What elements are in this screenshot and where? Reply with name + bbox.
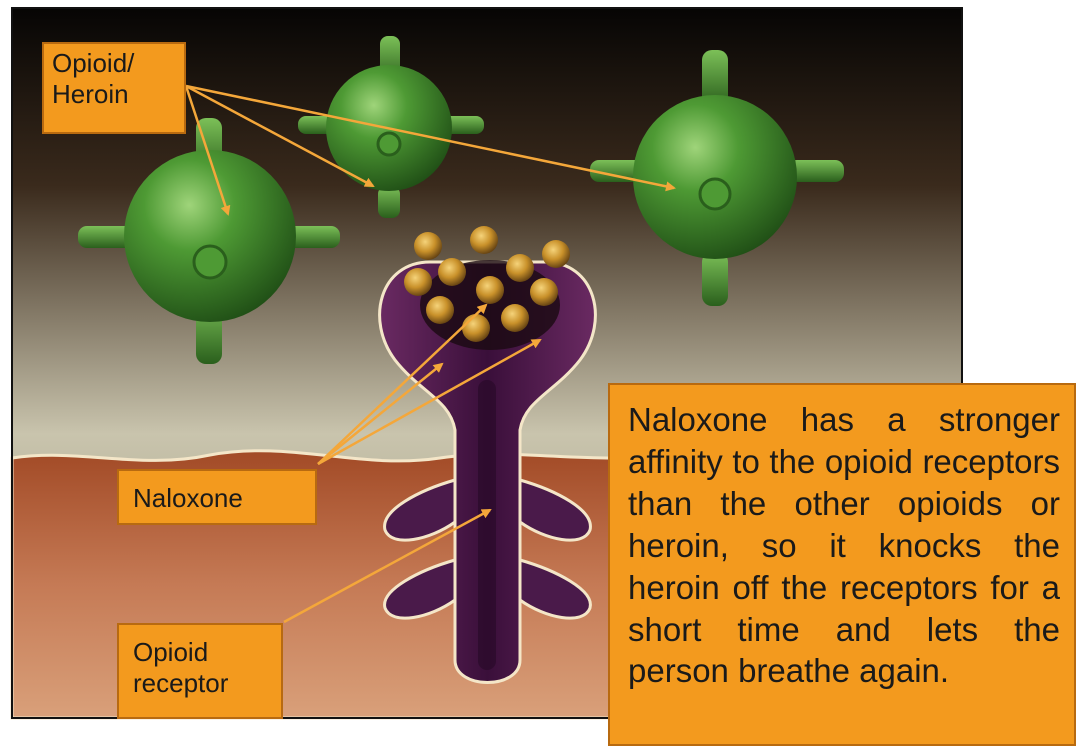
receptor-label-line2: receptor bbox=[133, 668, 273, 699]
opioid-receptor-label: Opioid receptor bbox=[117, 623, 283, 719]
opioid-heroin-label-line1: Opioid/ bbox=[52, 48, 176, 79]
cell-membrane bbox=[12, 451, 700, 718]
explanation-box: Naloxone has a stronger affinity to the … bbox=[608, 383, 1076, 746]
opioid-heroin-label-line2: Heroin bbox=[52, 79, 176, 110]
opioid-heroin-label: Opioid/ Heroin bbox=[42, 42, 186, 134]
explanation-text: Naloxone has a stronger affinity to the … bbox=[628, 401, 1060, 689]
naloxone-label-text: Naloxone bbox=[133, 483, 243, 513]
receptor-label-line1: Opioid bbox=[133, 637, 273, 668]
naloxone-label: Naloxone bbox=[117, 469, 317, 525]
